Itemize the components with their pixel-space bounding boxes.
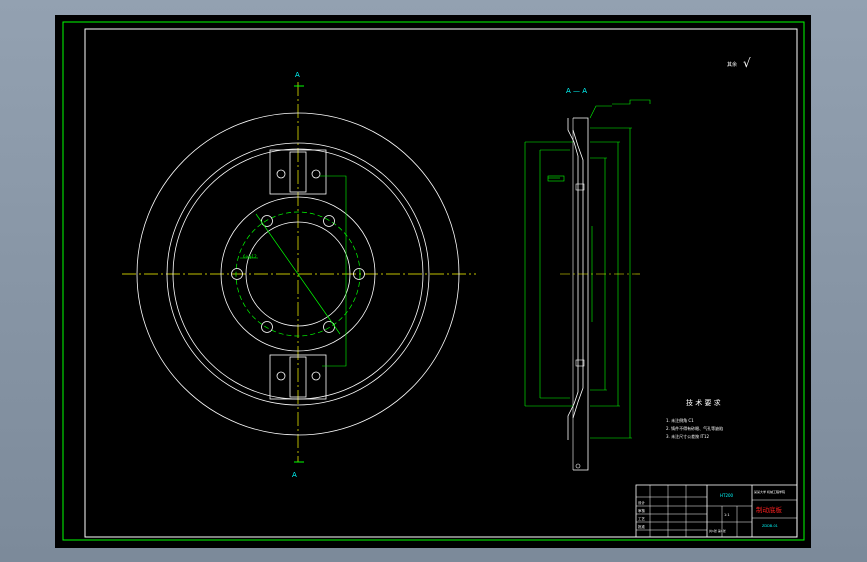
hole-callout-label: 6×φ12	[243, 254, 257, 259]
inner-frame	[84, 28, 798, 538]
tb-school: 某某大学 机械工程学院	[754, 489, 785, 494]
bolt-hole	[261, 321, 273, 333]
hub-outer-circle	[220, 196, 376, 352]
feature-control-frame	[612, 99, 651, 105]
tb-row-label: 工艺	[638, 516, 646, 521]
tb-drawing-no: ZDDB-01	[762, 524, 778, 528]
tech-req-line: 2. 铸件不得有砂眼、气孔等缺陷	[666, 425, 723, 431]
rim-inner-circle	[166, 142, 430, 406]
section-hole	[575, 183, 585, 191]
tb-row-label: 审核	[638, 508, 646, 513]
bracket-hole	[276, 169, 286, 179]
tech-requirements: 技 术 要 求 1. 未注倒角 C1 2. 铸件不得有砂眼、气孔等缺陷 3. 未…	[666, 398, 723, 439]
tech-req-line: 3. 未注尺寸公差按 IT12	[666, 433, 710, 439]
bottom-bracket	[269, 354, 327, 400]
bracket-spacing-dimension	[320, 175, 347, 367]
diameter-leader	[255, 213, 341, 335]
bracket-hole	[311, 169, 321, 179]
section-hole	[575, 359, 585, 367]
model-space	[55, 15, 811, 548]
section-mark-bottom: A	[292, 471, 297, 479]
top-bracket	[269, 149, 327, 195]
top-bracket-slot	[289, 151, 307, 193]
tb-part-name: 制动底板	[756, 505, 783, 514]
datum-box	[547, 175, 565, 182]
outer-frame	[62, 21, 805, 541]
bolt-hole	[353, 268, 365, 280]
bottom-bracket-slot	[289, 356, 307, 398]
tech-req-title: 技 术 要 求	[686, 398, 721, 407]
bracket-hole	[311, 371, 321, 381]
section-outer-profile	[573, 117, 589, 471]
bolt-hole	[323, 215, 335, 227]
section-title: A — A	[566, 87, 587, 95]
roughness-prefix: 其余	[727, 61, 737, 68]
top-leader	[589, 105, 612, 119]
bracket-hole	[276, 371, 286, 381]
bolt-hole	[261, 215, 273, 227]
bolt-circle	[235, 211, 361, 337]
tb-sheet: 共1张 第1张	[709, 528, 726, 533]
roughness-symbol: √	[743, 56, 751, 70]
front-view: A A 6×φ12	[122, 71, 476, 479]
section-view: A — A 其余 √	[524, 56, 751, 471]
title-block: 设计 审核 工艺 批准 HT200 某某大学 机械工程学院 制动底板 ZDDB-…	[635, 484, 798, 538]
datum-circle	[575, 463, 581, 469]
tb-row-label: 设计	[638, 500, 646, 505]
section-mark-top: A	[295, 71, 300, 79]
tech-req-line: 1. 未注倒角 C1	[666, 417, 694, 423]
center-bore-circle	[245, 221, 351, 327]
outer-rim-circle	[136, 112, 460, 436]
tb-scale: 1:1	[724, 513, 730, 517]
bolt-hole	[323, 321, 335, 333]
tb-row-label: 批准	[638, 524, 646, 529]
tb-material: HT200	[720, 493, 734, 498]
bolt-hole	[231, 268, 243, 280]
